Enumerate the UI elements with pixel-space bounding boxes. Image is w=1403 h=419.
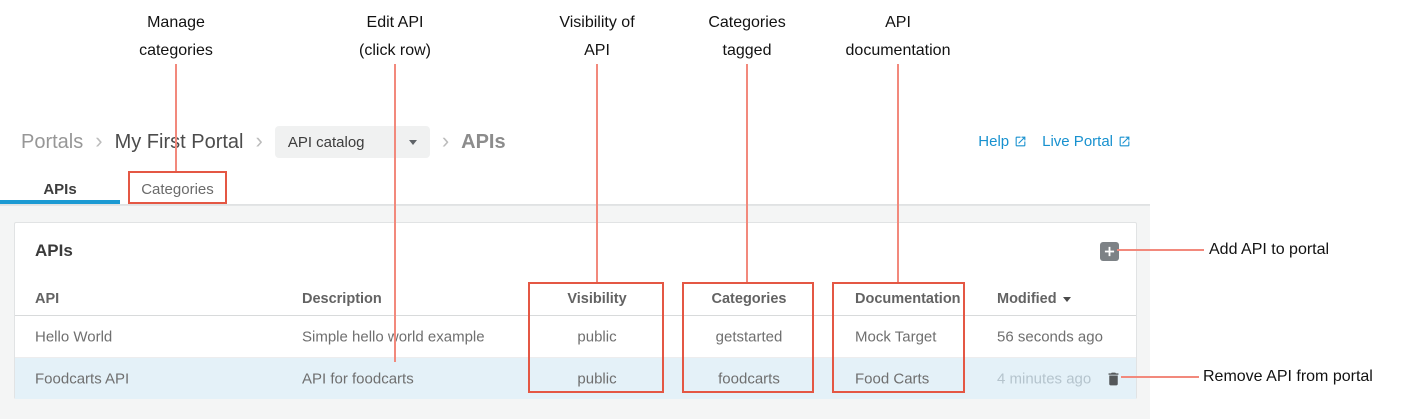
cell-categories: foodcarts — [718, 370, 780, 387]
catalog-dropdown[interactable]: API catalog — [274, 126, 430, 158]
tab-apis[interactable]: APIs — [43, 181, 77, 198]
live-portal-link-label: Live Portal — [1042, 133, 1113, 150]
trash-icon — [1108, 372, 1118, 385]
callout-box-categories-column — [682, 282, 814, 393]
live-portal-link[interactable]: Live Portal — [1042, 133, 1131, 150]
breadcrumb-portal-name[interactable]: My First Portal — [114, 130, 244, 153]
active-tab-indicator — [0, 200, 120, 204]
callout-line-remove-api — [1121, 376, 1199, 378]
callout-label-add-api: Add API to portal — [1209, 241, 1330, 258]
callout-box-documentation-column — [832, 282, 965, 393]
plus-icon — [1104, 246, 1115, 257]
sort-descending-icon — [1062, 296, 1071, 302]
callout-line-visibility — [596, 64, 598, 282]
help-link[interactable]: Help — [978, 133, 1027, 150]
callout-line-edit-api — [394, 64, 396, 362]
column-header-visibility: Visibility — [567, 291, 627, 307]
cell-api: Hello World — [35, 328, 113, 346]
help-link-label: Help — [978, 133, 1010, 150]
callout-label-manage-categories: Manage categories — [139, 14, 213, 59]
cell-documentation: Mock Target — [855, 328, 937, 346]
cell-modified: 4 minutes ago — [997, 370, 1092, 387]
catalog-dropdown-value: API catalog — [287, 133, 365, 151]
column-header-documentation: Documentation — [855, 291, 961, 307]
callout-label-edit-api: Edit API (click row) — [359, 14, 431, 59]
table-header-row: API Description Visibility Categories Do… — [15, 283, 1136, 316]
cell-description: API for foodcarts — [302, 370, 414, 387]
apis-panel: APIs API Description Visibility Categori… — [14, 222, 1137, 399]
cell-visibility: public — [577, 328, 617, 346]
chevron-right-icon: › — [255, 127, 263, 153]
callout-label-categories-tagged: Categories tagged — [708, 14, 786, 59]
breadcrumb-current-page: APIs — [461, 130, 506, 153]
column-header-categories: Categories — [711, 291, 787, 307]
column-header-modified-label: Modified — [997, 291, 1057, 307]
cell-documentation: Food Carts — [855, 370, 930, 387]
cell-visibility: public — [577, 370, 617, 387]
callout-box-categories-tab — [128, 171, 227, 204]
table-row[interactable]: Hello World Simple hello world example p… — [15, 317, 1136, 358]
external-link-icon — [1015, 136, 1026, 147]
column-header-modified[interactable]: Modified — [997, 291, 1071, 307]
cell-api: Foodcarts API — [35, 370, 130, 387]
callout-line-manage-categories — [175, 64, 177, 171]
cell-modified: 56 seconds ago — [997, 328, 1103, 346]
cell-categories: getstarted — [715, 328, 783, 346]
chevron-down-icon — [408, 139, 417, 145]
chevron-right-icon: › — [95, 127, 103, 153]
callout-label-api-documentation: API documentation — [845, 14, 951, 59]
callout-box-visibility-column — [528, 282, 664, 393]
chevron-right-icon: › — [441, 127, 450, 153]
external-link-icon — [1119, 136, 1130, 147]
callout-line-add-api — [1117, 249, 1204, 251]
callout-line-categories — [746, 64, 748, 282]
add-api-button[interactable] — [1100, 242, 1119, 261]
column-header-api: API — [35, 291, 60, 307]
cell-description: Simple hello world example — [302, 328, 485, 346]
header-links: Help Live Portal — [978, 133, 1131, 150]
breadcrumb-portals[interactable]: Portals — [21, 130, 84, 153]
callout-label-remove-api: Remove API from portal — [1203, 368, 1373, 385]
callout-line-documentation — [897, 64, 899, 282]
tab-categories[interactable]: Categories — [141, 181, 214, 198]
remove-api-button[interactable] — [1104, 369, 1122, 388]
breadcrumb: Portals › My First Portal › API catalog … — [21, 126, 506, 158]
tabbar-divider — [0, 204, 1150, 205]
callout-label-visibility-of-api: Visibility of API — [559, 14, 635, 59]
column-header-description: Description — [302, 291, 382, 307]
panel-title: APIs — [35, 241, 73, 260]
